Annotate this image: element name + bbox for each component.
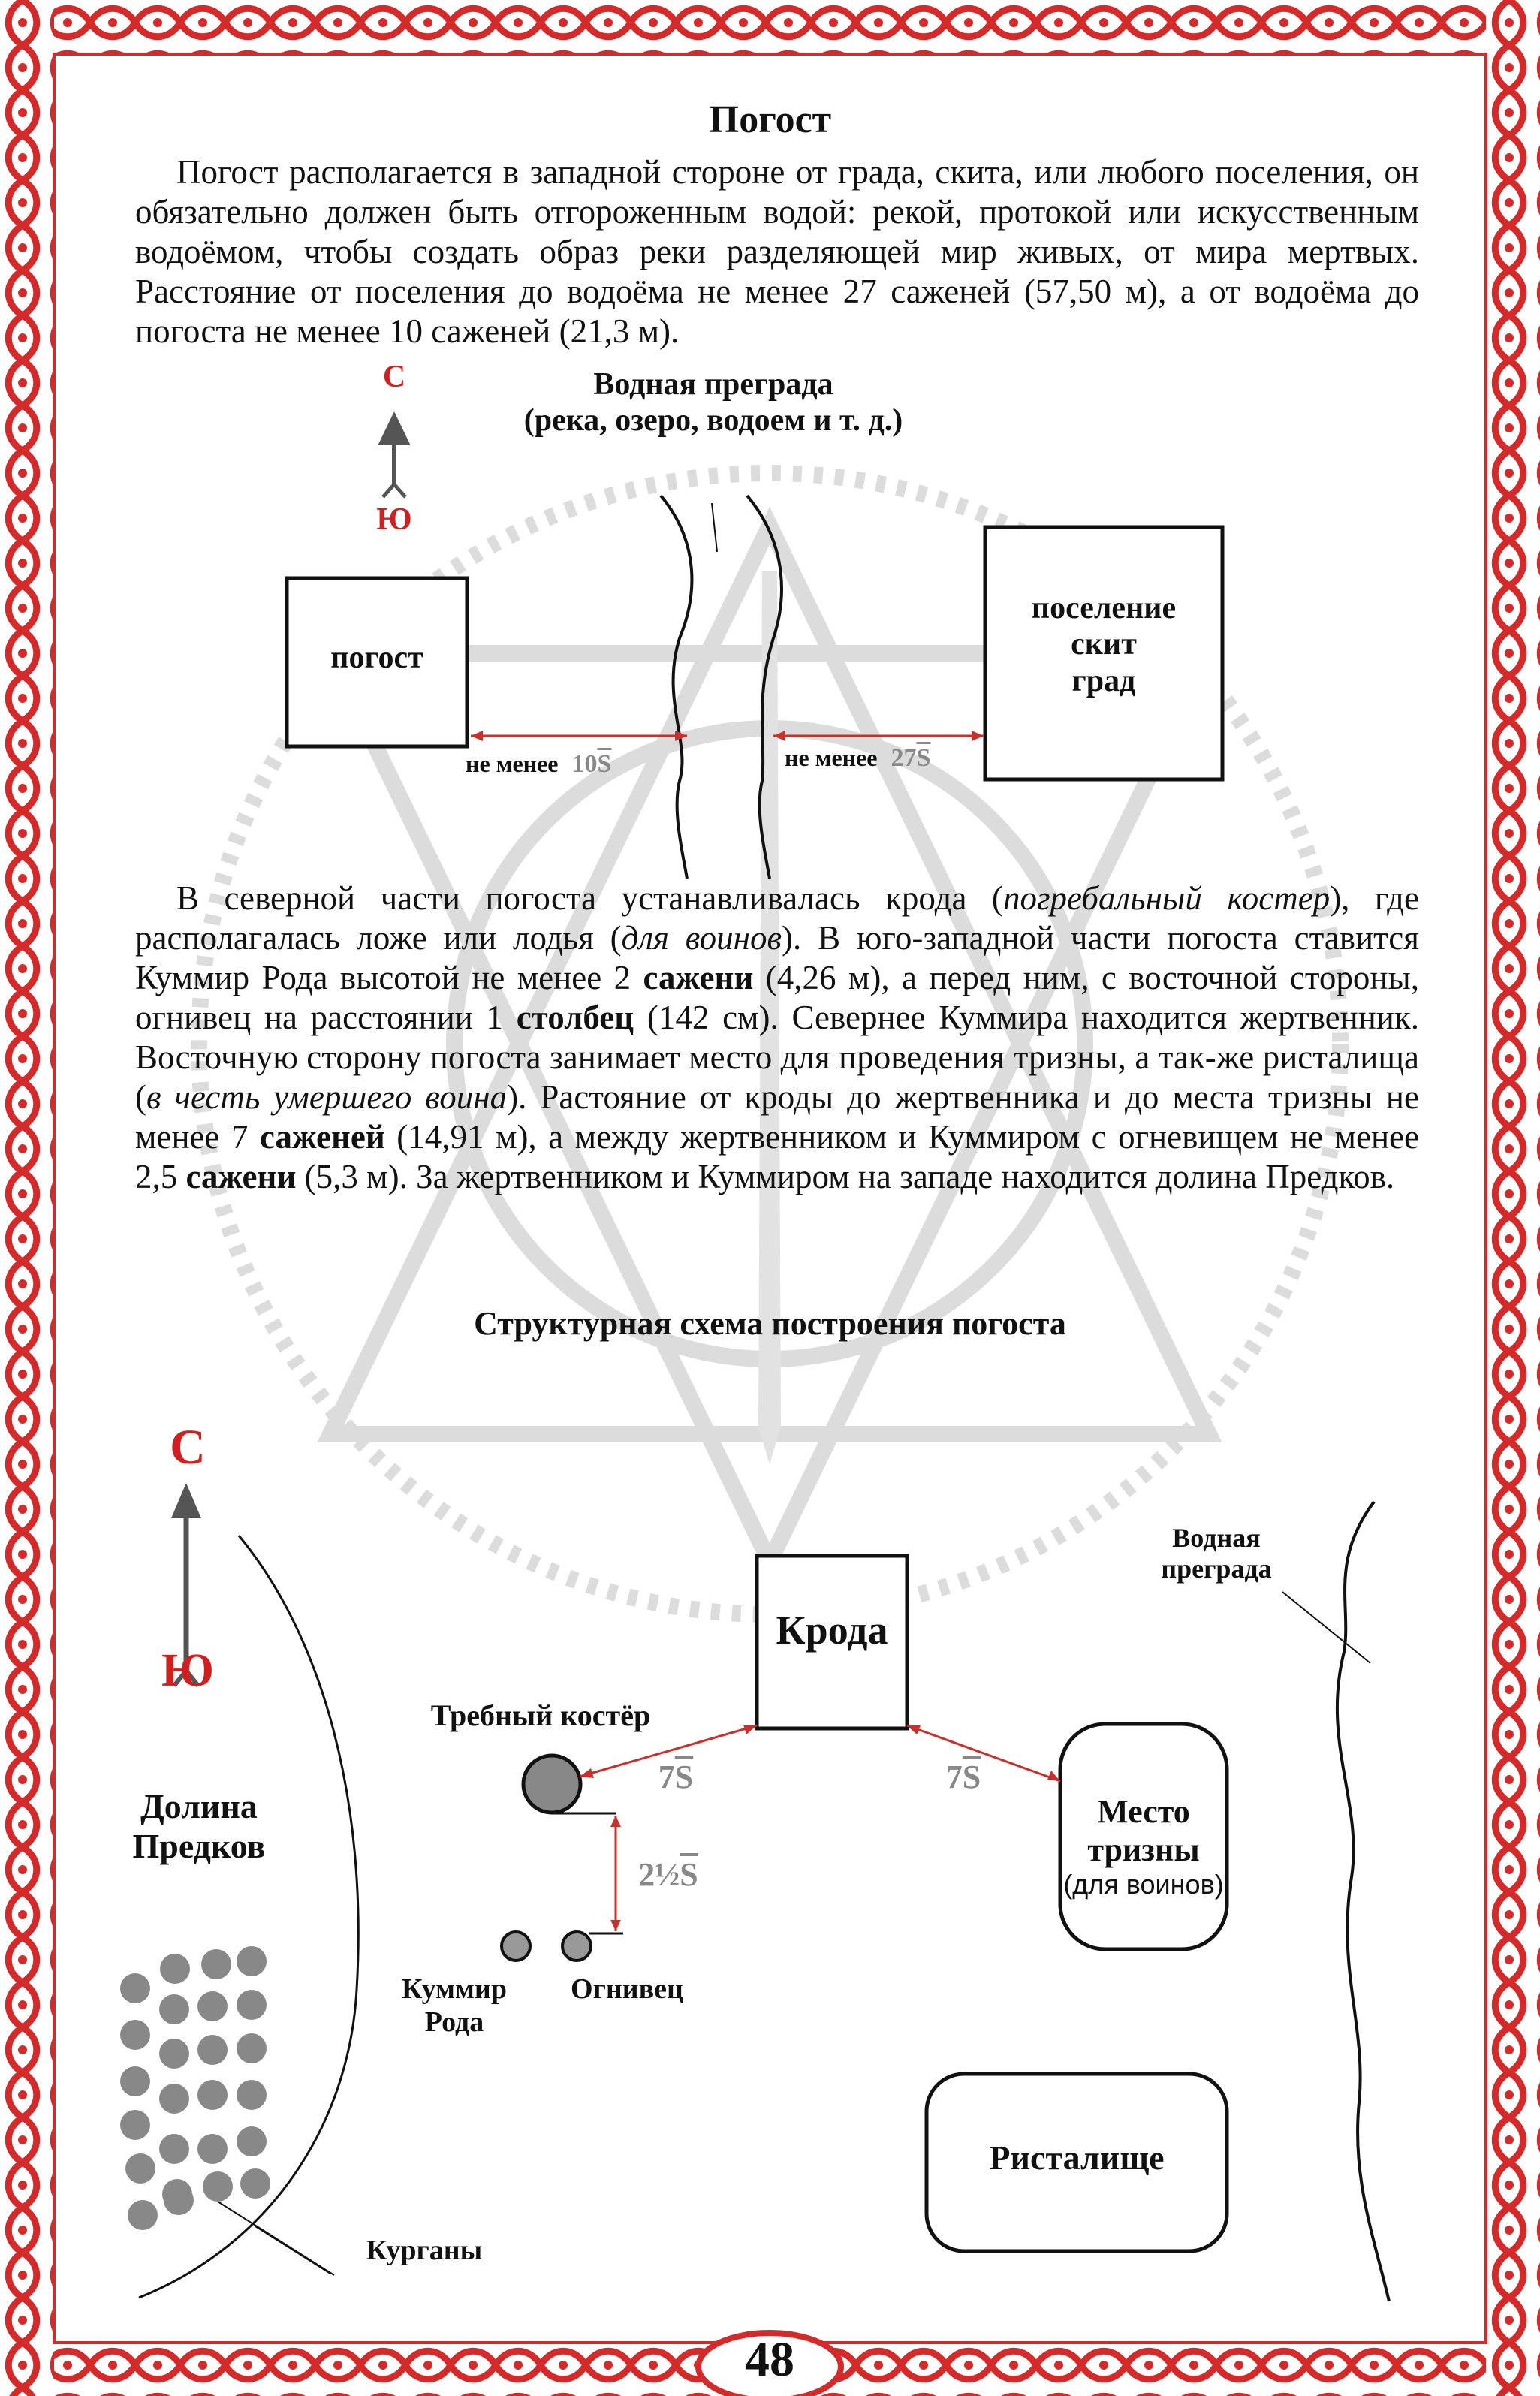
trebny-koster-label: Требный костёр [430, 1698, 651, 1732]
ognivets-label: Огнивец [571, 1973, 683, 2005]
trizna-box [1058, 1722, 1229, 1951]
kurgan-mound [197, 2035, 228, 2065]
distance-arrow-kroda-trizna [906, 1724, 1061, 1783]
kurgan-mound [201, 1949, 231, 1979]
kurgan-mound [159, 2134, 189, 2164]
pogost-box [285, 576, 469, 749]
kurgan-mound [237, 1990, 267, 2020]
distance-arrow-kroda-koster [579, 1724, 758, 1778]
compass-south-label-2: Ю [161, 1645, 214, 1696]
distance-2half: 2½S [638, 1856, 698, 1893]
ristalishche-box [924, 2072, 1229, 2253]
kurgan-mound [120, 1973, 150, 2003]
pogost-label: погост [330, 640, 423, 675]
kurgan-mound [197, 2080, 228, 2110]
ristalishche-label: Ристалище [989, 2138, 1165, 2177]
water-barrier-line [1335, 1500, 1391, 2302]
kurgan-mound [197, 1991, 228, 2021]
distance-left-label: не менее 10S [466, 750, 612, 778]
north-arrow-icon [378, 411, 411, 484]
valley-boundary [138, 1535, 360, 2299]
kroda-label: Крода [776, 1608, 888, 1653]
paragraph-description: В северной части погоста устанавливалась… [135, 879, 1420, 1195]
paragraph-intro: Погост располагается в западной стороне … [135, 153, 1419, 350]
river-right-bank [746, 494, 783, 879]
compass-north-label: С [382, 360, 406, 394]
kurgan-mound [237, 2033, 267, 2063]
kurgan-mound [128, 2200, 158, 2230]
trebny-koster-circle [521, 1753, 583, 1815]
distance-right-label: не менее 27S [785, 744, 931, 772]
settlement-box [983, 525, 1225, 782]
water-barrier-title: Водная преграда (река, озеро, водоем и т… [523, 367, 903, 439]
kurgan-mound [240, 2168, 270, 2199]
settlement-label: поселение скит град [1031, 591, 1177, 698]
kurgan-mound [120, 2066, 150, 2096]
page-number: 48 [745, 2332, 794, 2387]
kummir-label: Куммир Рода [402, 1973, 507, 2038]
compass-south-label: Ю [376, 502, 412, 537]
kurgan-mound [160, 1954, 190, 1984]
distance-7-left: 7S [658, 1759, 694, 1795]
compass-north-label-2: С [170, 1420, 206, 1475]
page-title: Погост [708, 98, 832, 141]
valley-label: Долина Предков [132, 1787, 266, 1865]
kurgany-label: Курганы [366, 2235, 483, 2266]
river-left-bank [659, 494, 694, 879]
kurgan-mound [237, 1946, 267, 1976]
kurgan-mound [164, 2185, 194, 2215]
kurgan-mound [159, 1994, 189, 2024]
kummir-circle [500, 1930, 532, 1962]
kurgan-mound [120, 2110, 150, 2140]
kurgan-mound [125, 2153, 155, 2184]
kurgan-mound [197, 2134, 228, 2164]
ognivets-circle [561, 1930, 592, 1962]
kurgany-group [120, 1946, 270, 2230]
water-barrier-label: Водная преграда [1161, 1523, 1272, 1584]
distance-7-right: 7S [945, 1759, 981, 1795]
kroda-box [755, 1554, 909, 1731]
trizna-label: Место тризны (для воинов) [1063, 1793, 1224, 1900]
kurgan-mound [120, 2020, 150, 2050]
kurgan-mound [237, 2080, 267, 2110]
kurgan-mound [237, 2126, 267, 2156]
kurgan-mound [159, 2084, 189, 2114]
kurgan-mound [159, 2039, 189, 2069]
scheme-title: Структурная схема построения погоста [474, 1305, 1066, 1342]
kurgan-mound [203, 2171, 233, 2202]
